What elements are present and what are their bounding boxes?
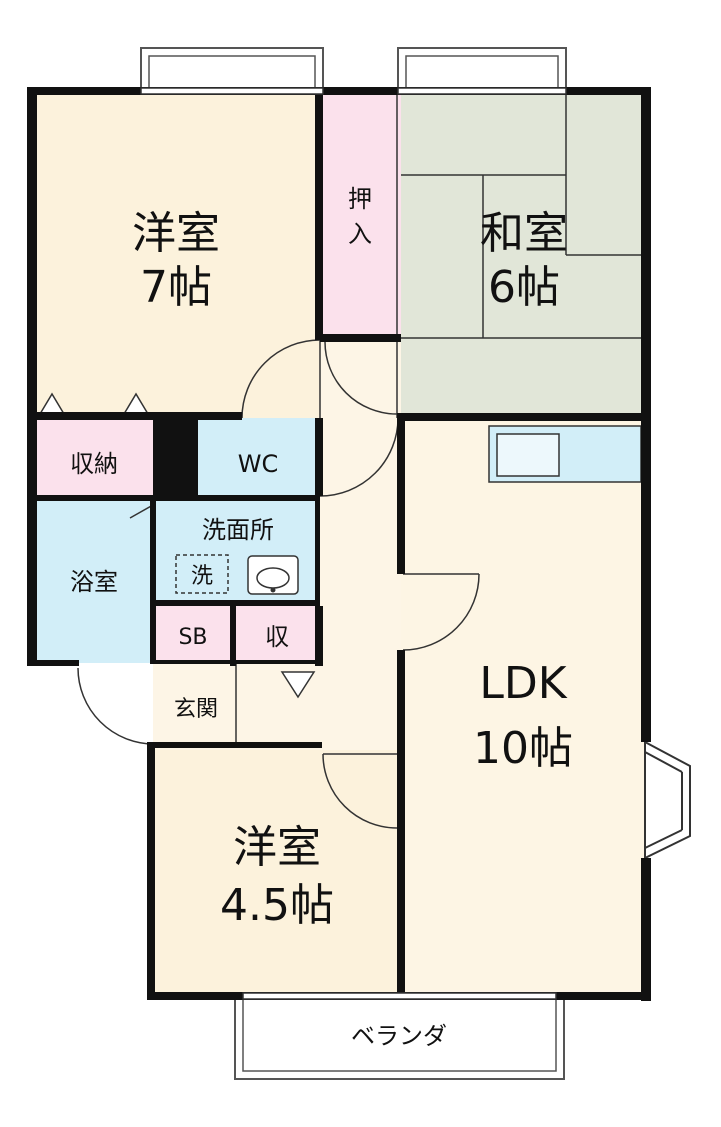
oshiire-label-1: 押 bbox=[348, 185, 372, 213]
wc-room bbox=[198, 418, 320, 498]
shoebox-label: SB bbox=[178, 625, 207, 650]
washer-label: 洗 bbox=[191, 564, 213, 589]
door-swings bbox=[77, 339, 480, 829]
bay-window bbox=[644, 740, 691, 860]
wc-label: WC bbox=[238, 450, 279, 478]
bath-label: 浴室 bbox=[70, 568, 118, 596]
hallway bbox=[320, 338, 401, 750]
ldk-name: LDK bbox=[479, 658, 567, 709]
western-7-size: 7帖 bbox=[140, 262, 212, 313]
western-45-size: 4.5帖 bbox=[220, 880, 334, 931]
storage-closet bbox=[33, 418, 153, 498]
bathroom bbox=[33, 498, 153, 663]
oshiire-label-2: 入 bbox=[348, 220, 372, 248]
ldk-size: 10帖 bbox=[473, 723, 573, 774]
japanese-6-size: 6帖 bbox=[488, 262, 560, 313]
closet-door-markers bbox=[38, 392, 316, 699]
closet-oshiire bbox=[320, 93, 401, 338]
veranda-label: ベランダ bbox=[351, 1022, 447, 1050]
kitchen-sink-icon bbox=[496, 433, 560, 477]
washroom-label: 洗面所 bbox=[202, 516, 274, 544]
small-storage bbox=[233, 603, 320, 663]
western-45-name: 洋室 bbox=[233, 822, 321, 873]
western-room-7 bbox=[33, 93, 320, 418]
tatami-lines bbox=[401, 93, 645, 339]
ldk-room bbox=[401, 418, 645, 994]
entrance-label: 玄関 bbox=[174, 697, 218, 722]
western-7-name: 洋室 bbox=[132, 208, 220, 259]
washer-space bbox=[175, 554, 229, 594]
western-room-45 bbox=[153, 750, 401, 994]
pipe-shaft bbox=[153, 418, 198, 498]
veranda-area bbox=[234, 993, 565, 1080]
windows bbox=[140, 87, 567, 1000]
shoebox bbox=[153, 603, 233, 663]
small-storage-label: 収 bbox=[265, 623, 289, 651]
storage-label: 収納 bbox=[70, 450, 118, 478]
japanese-6-name: 和室 bbox=[480, 208, 568, 259]
wash-basin-icon bbox=[247, 555, 299, 595]
